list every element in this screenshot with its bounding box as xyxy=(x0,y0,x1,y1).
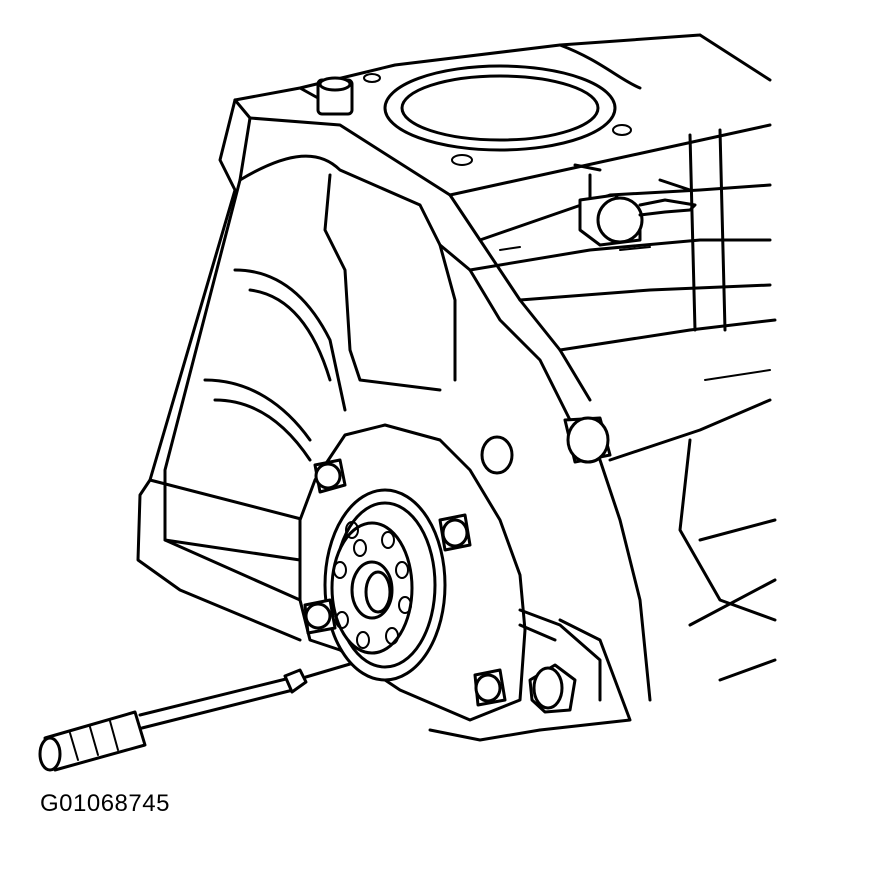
engine-block-top-deck xyxy=(233,33,772,197)
block-bosses xyxy=(480,416,612,475)
figure-id: G01068745 xyxy=(40,790,170,817)
crankshaft-center xyxy=(350,560,394,620)
rear-block-flange xyxy=(136,98,457,642)
sensor-plug xyxy=(578,178,697,247)
top-bolt xyxy=(316,76,354,116)
screwdriver xyxy=(38,662,352,772)
lower-right-fastener xyxy=(518,608,602,714)
retainer-bolts xyxy=(303,458,507,707)
